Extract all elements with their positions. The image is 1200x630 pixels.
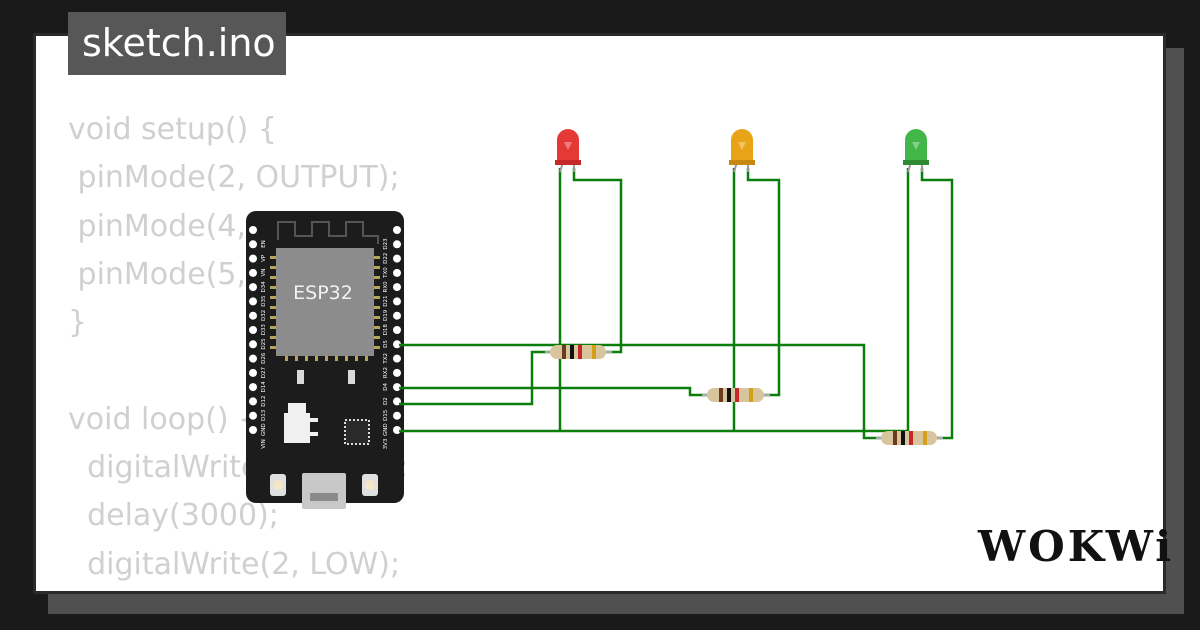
pin-label: D12: [261, 395, 267, 406]
pin-label: TX0: [383, 267, 389, 279]
file-tab[interactable]: sketch.ino: [68, 12, 286, 75]
wire-yellow-anode[interactable]: [746, 168, 781, 397]
code-line: pinMode(2, OUTPUT);: [68, 160, 400, 196]
pin-label: RX0: [383, 281, 389, 293]
pin-label: D32: [261, 310, 267, 321]
usb-port: [302, 473, 346, 509]
esp32-board[interactable]: ESP32 EN VP VN D34: [246, 211, 404, 509]
wire-green-anode[interactable]: [920, 168, 954, 440]
pin-label: D14: [261, 381, 267, 393]
resistor-green[interactable]: [876, 431, 943, 445]
pin-label: D21: [383, 295, 389, 306]
pin-label: D33: [261, 324, 267, 336]
pin-label: D18: [383, 324, 389, 336]
wokwi-logo: WOKWi: [978, 522, 1175, 571]
pin-label: 3V3: [383, 438, 389, 449]
pin-label: VIN: [261, 439, 267, 449]
wire-d4[interactable]: [399, 386, 707, 397]
pin-label: D19: [383, 309, 389, 321]
pin-label: D35: [261, 295, 267, 307]
pin-label: GND: [261, 423, 267, 436]
pin-label: D27: [261, 366, 267, 378]
wire-d5[interactable]: [399, 343, 881, 440]
en-button[interactable]: [270, 474, 286, 496]
resistor-yellow[interactable]: [702, 388, 770, 402]
pin-label: D22: [383, 253, 389, 264]
pin-label: D15: [383, 409, 389, 421]
pin-label: TX2: [383, 353, 389, 365]
wires[interactable]: [399, 168, 954, 440]
canvas-card: [33, 33, 1166, 594]
esp32-module: [276, 248, 374, 356]
pin-label: D4: [383, 383, 389, 391]
resistor-red[interactable]: [545, 345, 612, 359]
board-label: ESP32: [293, 282, 353, 304]
wire-gnd-green[interactable]: [399, 168, 910, 433]
pin-label: VN: [261, 269, 267, 277]
boot-button[interactable]: [362, 474, 378, 496]
pin-label: D25: [261, 338, 267, 350]
pin-label: D23: [383, 238, 389, 250]
pin-label: D34: [261, 281, 267, 293]
wire-red-anode[interactable]: [572, 168, 623, 354]
led-red[interactable]: [555, 129, 581, 173]
pin-label: VP: [261, 254, 267, 262]
code-line: }: [68, 305, 88, 341]
pin-headers: [249, 226, 401, 434]
led-yellow[interactable]: [729, 129, 755, 173]
wire-d2[interactable]: [399, 350, 550, 406]
pin-label: RX2: [383, 367, 389, 378]
pin-label: D26: [261, 352, 267, 364]
code-line: digitalWrite(2, LOW);: [68, 546, 401, 582]
led-green[interactable]: [903, 129, 929, 173]
code-line: delay(3000);: [68, 498, 279, 534]
code-line: void setup() {: [68, 112, 277, 147]
pin-label: GND: [383, 423, 389, 436]
pin-label: D5: [383, 340, 389, 348]
pin-label: D2: [383, 397, 389, 405]
pin-label: EN: [261, 240, 267, 248]
pin-label: D13: [261, 409, 267, 421]
